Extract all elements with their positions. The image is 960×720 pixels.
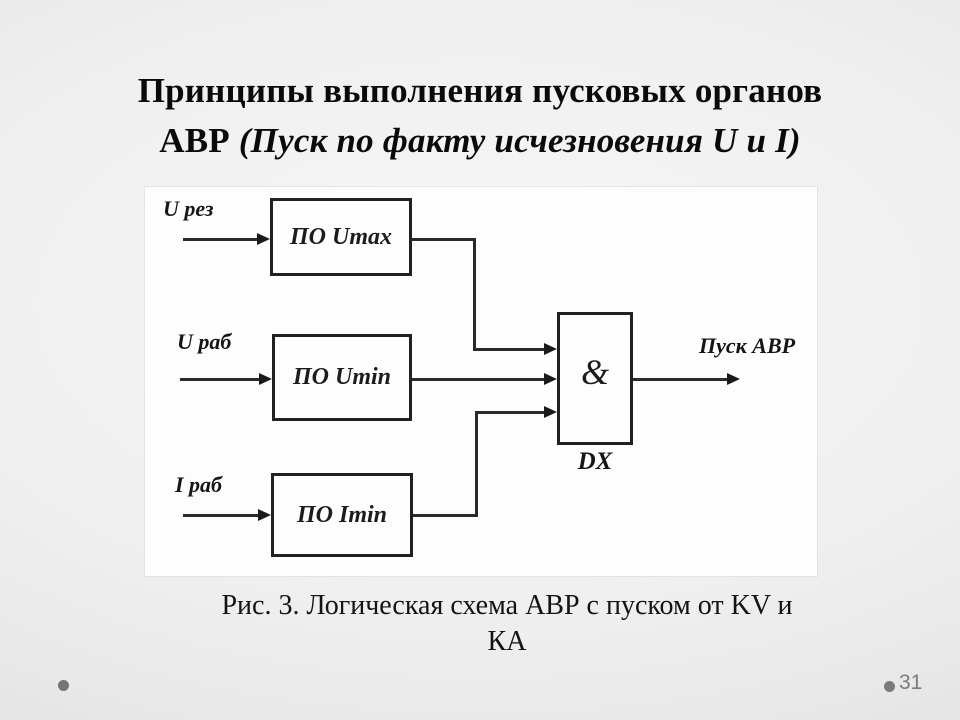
wire-output bbox=[633, 378, 728, 381]
arrowhead-gate-middle bbox=[544, 373, 557, 385]
caption-line1: Рис. 3. Логическая схема АВР с пуском от… bbox=[221, 590, 793, 621]
input-label-i-rab: I раб bbox=[175, 472, 223, 497]
figure-caption: Рис. 3. Логическая схема АВР с пуском от… bbox=[150, 588, 864, 660]
and-gate-symbol: & bbox=[580, 352, 609, 392]
gate-designation-dx: DX bbox=[577, 448, 613, 475]
arrowhead-output bbox=[727, 373, 740, 385]
title-line2: АВР (Пуск по факту исчезновения U и I) bbox=[159, 121, 801, 160]
wire-imin-out-v bbox=[475, 411, 478, 517]
wire-input-umin bbox=[180, 378, 259, 381]
block-po-umax-label: ПО Umax bbox=[290, 223, 392, 250]
and-gate-box bbox=[557, 312, 633, 445]
slide-title: Принципы выполнения пусковых органов АВР… bbox=[0, 66, 960, 166]
decor-dot-left bbox=[58, 680, 69, 691]
input-label-u-rab: U раб bbox=[177, 329, 232, 354]
output-label-pusk-avr: Пуск АВР bbox=[699, 333, 796, 358]
block-po-umax: ПО Umax bbox=[270, 198, 412, 276]
logic-diagram-panel: U рез U раб I раб ПО Umax ПО Umin ПО Imi… bbox=[145, 187, 817, 576]
arrowhead-input-umax bbox=[257, 233, 270, 245]
input-label-u-rez: U рез bbox=[163, 196, 214, 221]
block-po-umin-label: ПО Umin bbox=[292, 364, 391, 390]
page-number: 31 bbox=[899, 671, 923, 694]
wire-input-imin bbox=[183, 514, 258, 517]
decor-dot-right bbox=[884, 681, 895, 692]
arrowhead-gate-top bbox=[544, 343, 557, 355]
arrowhead-input-umin bbox=[259, 373, 272, 385]
arrowhead-gate-bottom bbox=[544, 406, 557, 418]
title-line1: Принципы выполнения пусковых органов bbox=[137, 71, 823, 110]
block-po-umin: ПО Umin bbox=[272, 334, 412, 421]
wire-umax-out-h2 bbox=[473, 348, 544, 351]
block-po-imin: ПО Imin bbox=[271, 473, 413, 557]
caption-line2: КА bbox=[487, 626, 527, 657]
wire-input-umax bbox=[183, 238, 257, 241]
wire-imin-out-h1 bbox=[413, 514, 478, 517]
wire-umin-out bbox=[412, 378, 544, 381]
title-line2-plain: АВР bbox=[159, 121, 239, 160]
wire-umax-out-v bbox=[473, 238, 476, 351]
title-line2-italic: (Пуск по факту исчезновения U и I) bbox=[238, 121, 801, 160]
wire-imin-out-h2 bbox=[478, 411, 544, 414]
arrowhead-input-imin bbox=[258, 509, 271, 521]
block-po-imin-label: ПО Imin bbox=[296, 501, 388, 528]
wire-umax-out-h1 bbox=[411, 238, 476, 241]
